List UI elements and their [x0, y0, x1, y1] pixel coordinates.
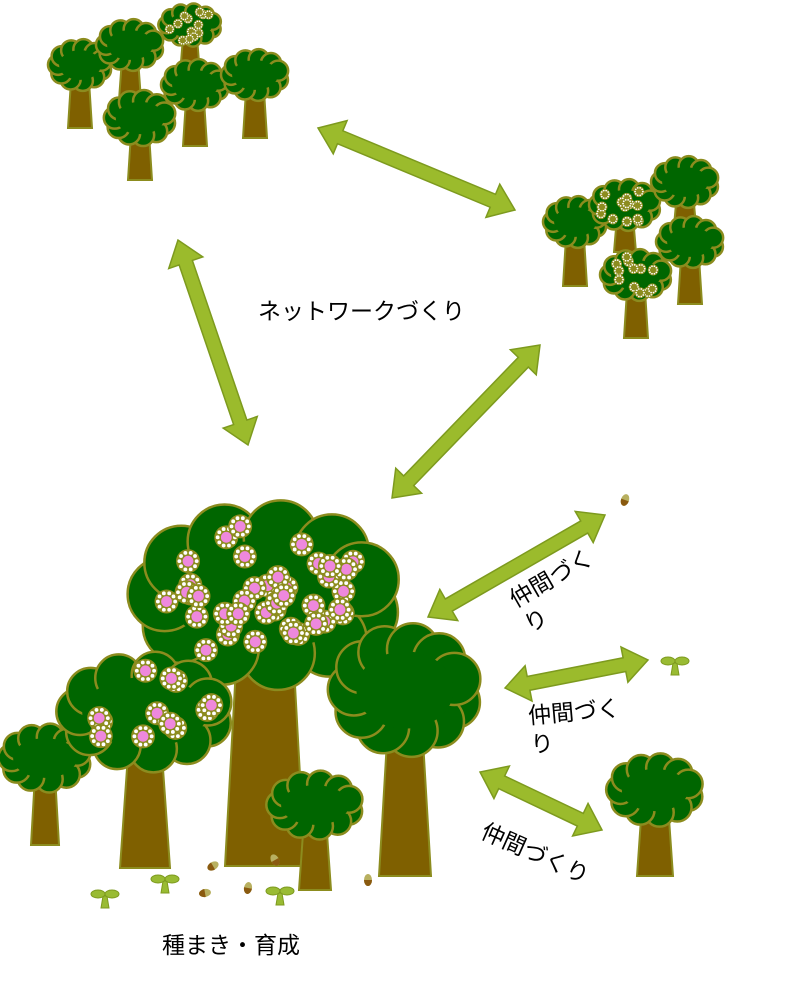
flower-icon [184, 604, 209, 629]
arrow-nakama-sprout [503, 645, 650, 703]
flower-icon [176, 549, 201, 574]
canopy [157, 2, 223, 48]
seeding-label: 種まき・育成 [162, 933, 300, 959]
seed-icon [364, 874, 372, 886]
arrow-network-right [391, 344, 541, 499]
flower-icon [621, 198, 633, 210]
flower-icon [646, 283, 658, 295]
flower-icon [184, 33, 195, 44]
flower-icon [596, 201, 608, 213]
flower-icon [179, 11, 190, 22]
flower-icon [271, 583, 296, 608]
flower-icon [194, 638, 219, 663]
flower-icon [203, 9, 214, 20]
flower-icon [304, 611, 329, 636]
flower-icon [232, 544, 257, 569]
arrow-nakama-seed [426, 510, 607, 622]
sprout-icon [90, 889, 120, 909]
flower-icon [607, 213, 619, 225]
tree-tr-5 [598, 247, 673, 339]
flower-icon [228, 514, 253, 539]
flower-icon [327, 597, 352, 622]
flower-icon [199, 693, 224, 718]
canopy [219, 47, 290, 103]
seed-icon [270, 854, 280, 866]
flower-icon [628, 263, 639, 275]
sprout-icon [150, 874, 180, 894]
canopy [159, 57, 230, 113]
seed-icon [620, 494, 630, 506]
flower-icon [243, 629, 268, 654]
flower-icon [599, 188, 611, 200]
canopy [0, 722, 92, 794]
tree-small-far-left [0, 722, 92, 846]
flower-icon [194, 6, 205, 17]
seed-icon [243, 882, 253, 894]
flower-icon [613, 265, 625, 277]
canopy [649, 154, 720, 210]
canopy [326, 622, 482, 759]
flower-icon [154, 589, 179, 614]
nakama-label-2: 仲間づく り [527, 695, 624, 760]
canopy [654, 214, 725, 270]
flower-icon [186, 584, 211, 609]
flower-icon [88, 724, 113, 749]
flower-icon [159, 666, 184, 691]
tree-tl-5 [219, 47, 290, 139]
sprout-icon [265, 886, 295, 906]
tree-tl-3 [157, 2, 223, 63]
tree-far-right [604, 752, 704, 877]
flower-icon [621, 216, 633, 227]
sprout-icon [660, 656, 690, 676]
flower-icon [281, 621, 306, 646]
flower-icon [133, 658, 158, 683]
tree-tl-4 [159, 57, 230, 147]
canopy [265, 769, 364, 841]
canopy [598, 247, 673, 303]
canopy [94, 17, 165, 73]
flower-icon [131, 724, 156, 749]
tree-right [326, 622, 482, 877]
arrow-network-left [167, 238, 259, 447]
arrow-nakama-tree [478, 765, 604, 837]
tree-small-center [265, 769, 364, 891]
seed-icon [199, 888, 211, 898]
flower-icon [633, 186, 645, 198]
flower-icon [158, 711, 183, 736]
network-label: ネットワークづくり [258, 299, 465, 325]
tree-tl-6 [102, 88, 177, 181]
seed-icon [207, 861, 219, 871]
flower-icon [613, 274, 625, 286]
canopy [587, 177, 662, 233]
flower-icon [289, 532, 314, 557]
flower-icon [634, 287, 646, 299]
tree-mid-flowering [55, 650, 233, 869]
flower-icon [647, 264, 659, 276]
canopy [55, 650, 233, 774]
tree-tl-2 [94, 17, 165, 101]
flower-icon [317, 554, 342, 579]
flower-icon [172, 18, 183, 29]
flower-icon [226, 601, 251, 626]
flower-icon [193, 19, 204, 30]
flower-icon [621, 251, 633, 263]
canopy [126, 499, 400, 692]
flower-icon [632, 200, 643, 211]
flower-icon [266, 565, 291, 590]
flower-icon [164, 24, 175, 35]
canopy [604, 752, 704, 828]
arrow-network-top [316, 119, 517, 219]
tree-tr-3 [649, 154, 720, 227]
flower-icon [632, 213, 644, 225]
tree-tr-2 [587, 177, 662, 253]
canopy [102, 88, 177, 148]
tree-tr-4 [654, 214, 725, 305]
